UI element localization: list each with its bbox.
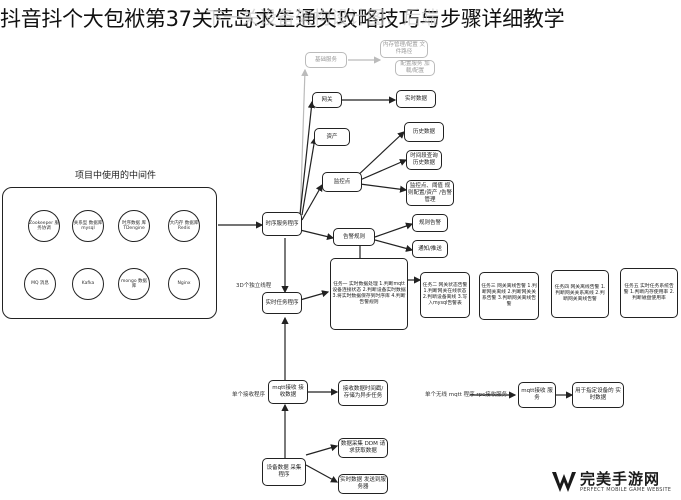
middleware-item: Nginx — [168, 268, 200, 300]
node-persist: 数据采集 DDM 请求获取数据 — [338, 438, 388, 458]
node-recv-save: 接收数据时间戳/ 存储为异步任务 — [338, 380, 388, 406]
node-task-5: 任务五 实时任务系统告警 1.判断内存使用率 2.判断磁盘使用率 — [620, 268, 678, 318]
subtask-label: 3D个独立线程 — [236, 283, 272, 289]
watermark-header: 下一关设备架构设计图：后端 — [205, 8, 439, 29]
node-memory-config: 内存管理/配置 文件路径 — [380, 40, 428, 58]
node-device-collect: 设备数据 采集程序 — [262, 458, 306, 486]
node-task-2: 任务二 网关状态告警 1.判断网关在线状态 2.判断设备离线 3.写入mysql… — [420, 272, 470, 318]
single-recv-label: 单个接收程序 — [232, 392, 266, 398]
middleware-title: 项目中使用的中间件 — [75, 171, 157, 181]
node-gateway: 网关 — [312, 92, 342, 108]
logo-subtext: PERFECT MOBILE GAME WEBSITE — [580, 487, 672, 493]
node-main-service: 实时任务程序 — [262, 292, 302, 314]
middleware-panel — [2, 187, 217, 319]
node-history-query: 时间段查询 历史数据 — [406, 150, 442, 170]
node-realtime-persist: 实时数据 发送到服务器 — [338, 474, 388, 494]
middleware-item: Zookeeper 服务协调 — [28, 210, 60, 242]
node-history-data: 历史数据 — [404, 122, 444, 142]
node-task-4: 任务四 网关离线告警 1.判断网关关系离线 2.判断网关离线告警 — [551, 270, 609, 318]
node-notify-push: 通知/推送 — [412, 240, 448, 258]
single-rpc-label: 单个无线 mqtt 程序 rpc接收服务 — [425, 392, 508, 398]
middleware-item: 时序数据 库 TDengine — [118, 210, 150, 242]
node-realtime-data: 实时数据 — [396, 90, 436, 108]
node-task-1: 任务一 实时数据处理 1.判断mqtt设备连接状态 2.判断设备实时数据 3.将… — [330, 258, 408, 330]
middleware-item: Kafka — [72, 268, 104, 300]
node-realtime-service: 时序服务程序 — [262, 212, 302, 236]
node-task-3: 任务三 网关离线告警 1.判断网关离线 2.判断网关关系告警 3.判断网关离线告… — [479, 272, 539, 320]
node-config-load: 配置服务 加载/配置 — [395, 60, 435, 76]
node-base-service: 基础服务 — [305, 52, 347, 68]
node-monitor-config: 监控点、阈值 规则配置/资产 /告警管理 — [406, 180, 454, 206]
middleware-item: 大内存 数据库 Redis — [168, 210, 200, 242]
node-mqtt-recv: mqtt接收 接收数据 — [268, 380, 308, 404]
site-logo-icon — [552, 472, 576, 492]
node-rpc-service: mqtt接收 服务 — [518, 382, 556, 408]
middleware-item: 关系型 数据库 mysql — [72, 210, 104, 242]
page-title: 抖音抖个大包袱第37关荒岛求生通关攻略技巧与步骤详细教学 — [0, 7, 565, 31]
node-alarm-rule: 告警规则 — [333, 228, 375, 246]
node-asset: 资产 — [314, 128, 350, 146]
middleware-item: MQ 消息 — [24, 268, 56, 300]
logo-text: 完美手游网 — [580, 470, 661, 488]
node-monitor-point: 监控点 — [322, 172, 362, 192]
node-rpc-save: 用于指定设备的 实时数据 — [572, 382, 624, 408]
middleware-item: mongo 数据库 — [118, 268, 150, 300]
node-rule-alarm: 规则告警 — [412, 214, 448, 232]
